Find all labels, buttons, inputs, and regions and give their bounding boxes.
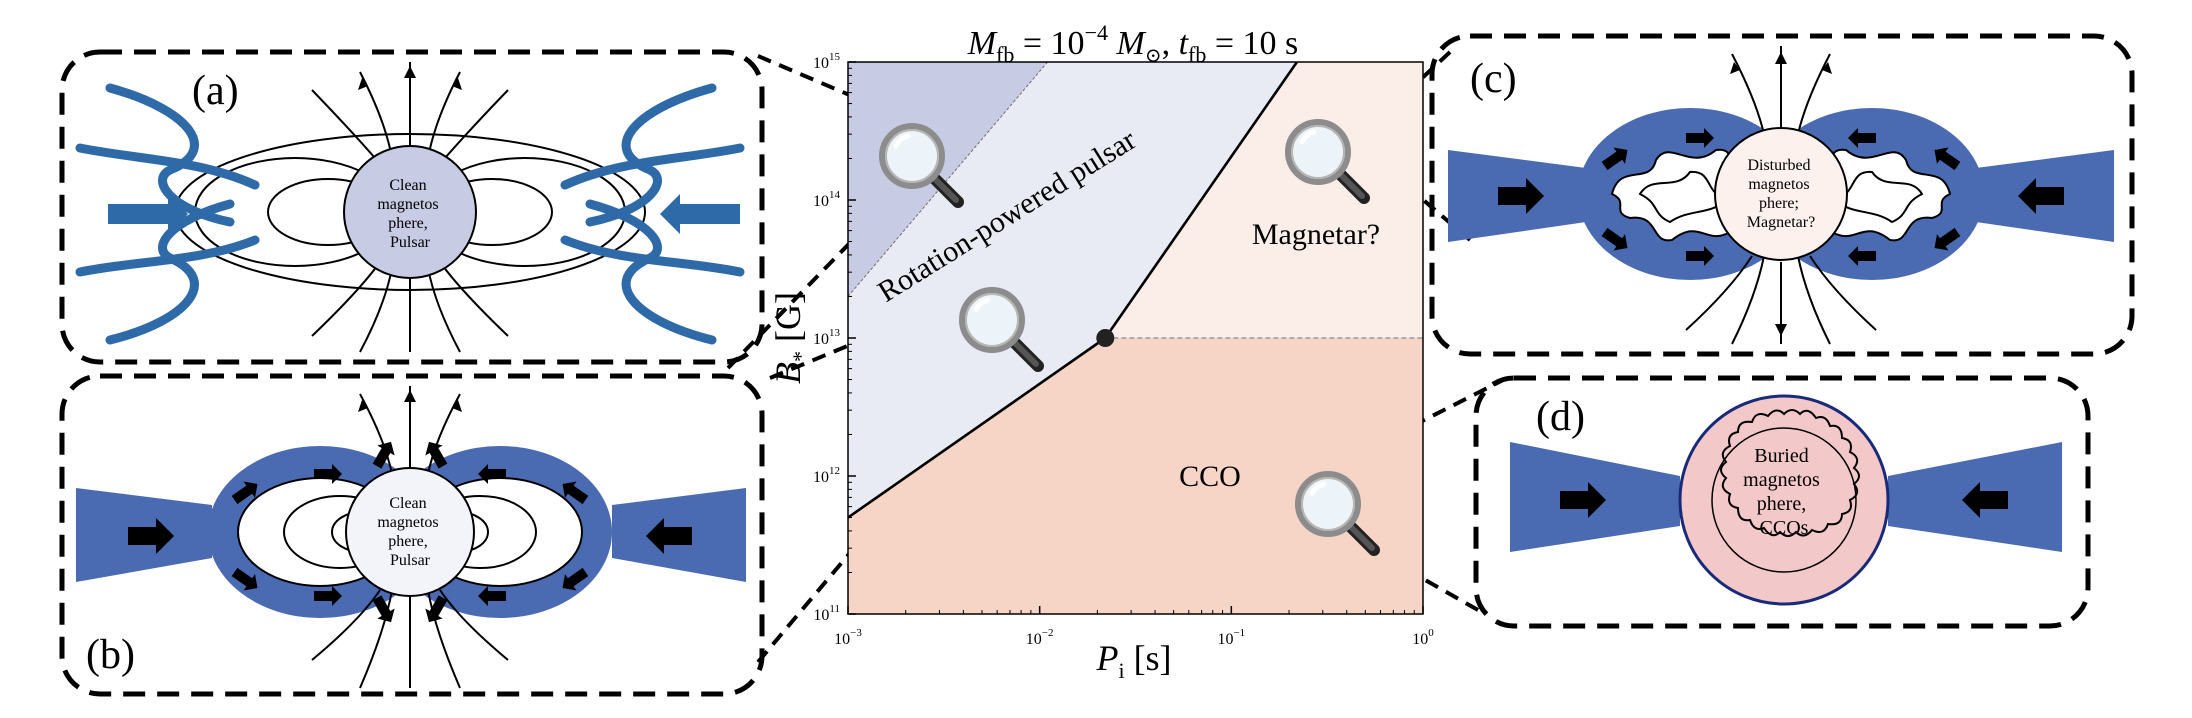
neutron-star-core	[343, 145, 477, 279]
buried-field	[1720, 409, 1860, 537]
neutron-star-surface	[1678, 394, 1890, 606]
y-ticks: 1011 1012 1013 1014 1015	[813, 51, 856, 624]
neutron-star-core	[1714, 127, 1848, 261]
chart-title: Mfb = 10−4 M⊙, tfb = 10 s	[967, 20, 1299, 67]
x-ticks: 10−3 10−2 10−1 100	[834, 606, 1434, 648]
x-tick-label: 10−3	[834, 627, 862, 648]
panel-b: Clean magnetos phere, Pulsar (b)	[59, 373, 765, 697]
neutron-star-core	[345, 467, 475, 597]
panel-label: (b)	[86, 632, 135, 678]
y-axis-label: B* [G]	[768, 292, 813, 384]
junction-marker	[1096, 329, 1115, 347]
y-tick-label: 1013	[813, 327, 841, 348]
region-cco	[848, 338, 1423, 614]
panel-label: (d)	[1536, 394, 1585, 440]
x-tick-label: 10−2	[1026, 627, 1054, 648]
core-text: Buried magnetos phere, CCOs	[1743, 445, 1825, 539]
panel-a-frame	[59, 49, 765, 365]
y-tick-label: 1015	[813, 51, 841, 72]
region-label-magnetar: Magnetar?	[1252, 218, 1380, 251]
panel-d-frame	[1473, 375, 2091, 629]
panel-b-frame	[59, 373, 765, 697]
pulsar-magnetar-boundary	[1104, 62, 1299, 339]
core-text: Clean magnetos phere, Pulsar	[377, 177, 442, 251]
chart-regions	[848, 62, 1423, 614]
region-pulsar	[848, 62, 1297, 518]
x-tick-label: 10−1	[1217, 627, 1245, 648]
y-tick-label: 1011	[813, 603, 840, 624]
panel-a: Clean magnetos phere, Pulsar (a)	[59, 49, 765, 365]
panel-c-frame	[1429, 33, 2135, 357]
panel-label: (a)	[192, 68, 239, 114]
region-label-cco: CCO	[1179, 460, 1241, 493]
inflow-arrow-left	[108, 194, 188, 234]
core-text: Clean magnetos phere, Pulsar	[377, 495, 442, 569]
y-tick-label: 1012	[813, 465, 840, 486]
x-tick-label: 100	[1412, 627, 1434, 648]
panel-d: Buried magnetos phere, CCOs (d)	[1473, 375, 2091, 629]
region-magnetar	[1105, 62, 1423, 338]
y-tick-label: 1014	[813, 189, 841, 210]
dark-region-edge	[848, 62, 1048, 297]
inflow-arrow-right	[660, 194, 740, 234]
accretion-curls	[75, 83, 745, 345]
panel-label: (c)	[1470, 56, 1517, 102]
pulsar-cco-boundary	[848, 336, 1107, 519]
x-axis-label: Pi [s]	[1095, 638, 1171, 683]
core-text: Disturbed magnetos phere; Magnetar?	[1747, 157, 1815, 231]
panel-c: Disturbed magnetos phere; Magnetar? (c)	[1429, 33, 2135, 357]
